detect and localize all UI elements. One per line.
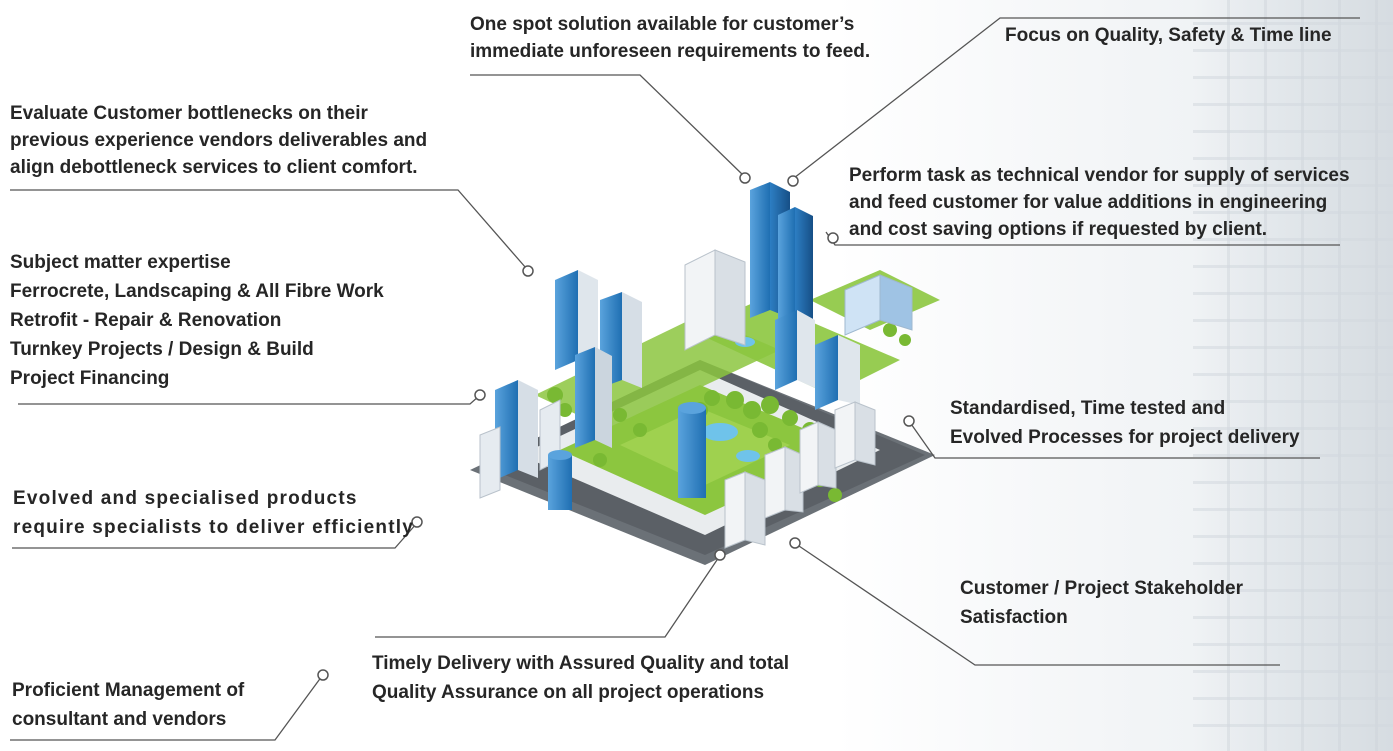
callout-evolved: Evolved and specialised products require… [13, 488, 414, 538]
connector-dot [789, 537, 801, 549]
callout-standardised: Standardised, Time tested and Evolved Pr… [950, 398, 1300, 448]
connector-focus [793, 17, 1360, 179]
connector-standardised [908, 420, 1320, 459]
connector-dot [903, 415, 915, 427]
connector-evaluate [10, 189, 527, 269]
callout-one-spot: One spot solution available for customer… [470, 14, 871, 62]
callout-stakeholder: Customer / Project Stakeholder Satisfact… [960, 578, 1243, 628]
connector-dot [317, 669, 329, 681]
connector-dot [522, 265, 534, 277]
callout-perform: Perform task as technical vendor for sup… [849, 165, 1350, 240]
buildings [479, 182, 913, 549]
connector-dot [474, 389, 486, 401]
connector-dot [739, 172, 751, 184]
callout-focus: Focus on Quality, Safety & Time line [1005, 25, 1332, 46]
connector-dot [411, 516, 423, 528]
connector-stakeholder [795, 543, 1280, 666]
connector-evolved [12, 522, 418, 549]
connector-expertise [18, 395, 480, 405]
callout-timely: Timely Delivery with Assured Quality and… [372, 653, 790, 703]
connector-dot [827, 232, 839, 244]
callout-expertise: Subject matter expertise Ferrocrete, Lan… [10, 252, 384, 389]
callout-proficient: Proficient Management of consultant and … [12, 680, 245, 730]
background-building [1193, 0, 1393, 751]
callout-evaluate: Evaluate Customer bottlenecks on their p… [10, 103, 428, 178]
connector-dot [787, 175, 799, 187]
connector-timely [375, 556, 720, 638]
connector-dot [714, 549, 726, 561]
connector-proficient [10, 675, 323, 741]
connector-one-spot [470, 74, 745, 177]
